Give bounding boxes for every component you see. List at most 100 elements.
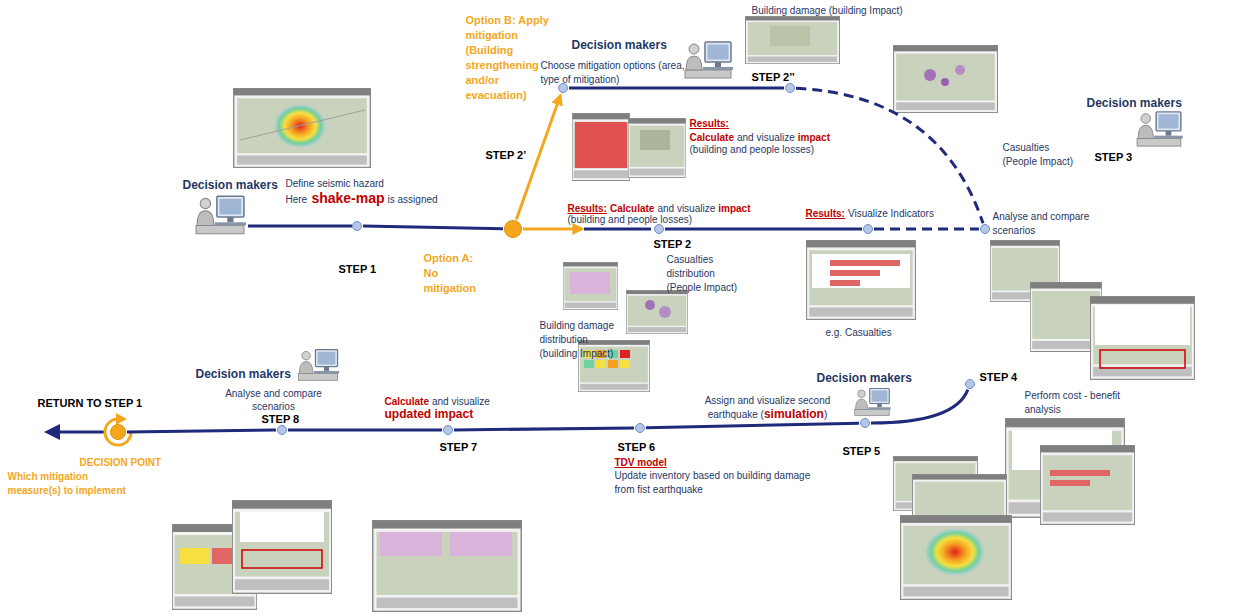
decision-maker-icons (196, 42, 1183, 416)
text-group: STEP 7 (440, 440, 478, 453)
description-text: (building and people losses) (690, 144, 865, 156)
connector-line (127, 430, 276, 432)
text-group: STEP 2’ (486, 148, 527, 161)
flow-connector (127, 430, 276, 432)
description-text: and visualize (657, 203, 715, 214)
step-point: Decision makersChoose mitigation options… (558, 83, 568, 93)
text-group: Option A: No mitigation (424, 250, 490, 295)
text-group: RETURN TO STEP 1 (38, 396, 143, 409)
text-group: Analyse and compare scenarios (993, 209, 1093, 237)
step-label: RETURN TO STEP 1 (38, 397, 143, 409)
text-group: Decision makers (1087, 96, 1182, 109)
step-point: Decision makersAssign and visualize seco… (860, 418, 870, 428)
connector-line (523, 228, 582, 231)
text-group: STEP 3 (1095, 150, 1133, 163)
connector-line (569, 87, 784, 90)
highlight-text: impact (798, 132, 830, 143)
role-label: Decision makers (183, 178, 278, 192)
flow-line-start (248, 226, 352, 227)
option-label: Option A: No mitigation (424, 252, 477, 294)
text-group: Option B: Apply mitigation (Building str… (466, 12, 550, 102)
text-group: Decision makers (817, 371, 912, 384)
description-text: ) (824, 409, 827, 420)
step-point: Calculateand visualizeupdated impactSTEP… (443, 425, 453, 435)
text-group: Building damage (building Impact) (752, 3, 903, 17)
connector-line (796, 88, 983, 223)
description-text: Building damage (building Impact) (752, 5, 903, 16)
flow-connector (646, 423, 859, 428)
flow-connector (454, 428, 634, 430)
role-label: Decision makers (572, 38, 667, 52)
connector-line (871, 390, 968, 423)
step-point: Decision makersAnalyse and compare scena… (277, 425, 287, 435)
connector-line (646, 423, 859, 428)
text-group: Results:Calculateand visualizeimpact(bui… (568, 201, 751, 225)
description-text: Casualties distribution (People Impact) (667, 254, 738, 293)
text-group: Decision makers (196, 367, 291, 380)
return-arrow (44, 413, 131, 445)
text-group: STEP 5 (843, 444, 881, 457)
description-text: Define seismic hazard (286, 178, 384, 189)
text-group: STEP 8 (262, 412, 300, 425)
flow-connector (874, 229, 979, 230)
description-text: e.g. Casualties (826, 327, 892, 338)
text-group: Which mitigation measure(s) to implement (8, 469, 143, 497)
step-label: STEP 8 (262, 413, 300, 425)
highlight-text: impact (718, 203, 750, 214)
role-label: Decision makers (1087, 96, 1182, 110)
description-text: Casualties (People Impact) (1003, 142, 1074, 167)
connector-line (874, 228, 979, 231)
flow-connector (871, 390, 968, 423)
description-text: Here (286, 194, 308, 205)
text-group: Update inventory based on building damag… (615, 468, 815, 496)
text-group: STEP 2’’ (752, 70, 795, 83)
text-group: Decision makers (572, 38, 667, 51)
flow-connector (796, 88, 983, 223)
text-group: Casualties (People Impact) (1003, 140, 1083, 168)
decision-point: RETURN TO STEP 1DECISION POINTWhich miti… (110, 424, 126, 440)
step-point: Results:Visualize Indicatorse.g. Casualt… (863, 224, 873, 234)
text-group: Define seismic hazard (286, 176, 384, 190)
flow-connector (665, 229, 862, 230)
role-label: Decision makers (196, 367, 291, 381)
text-group: Hereshake-mapis assigned (286, 190, 438, 208)
text-group: Analyse and compare scenarios (218, 386, 330, 412)
screenshots (172, 16, 1194, 611)
step-point: Results:Calculateand visualizeimpact(bui… (654, 224, 664, 234)
text-group: Assign and visualize second earthquake (… (698, 393, 838, 421)
text-group: Casualties distribution (People Impact) (667, 252, 747, 294)
description-text: Analyse and compare scenarios (225, 388, 322, 412)
decision-point: Option A: No mitigationOption B: Apply m… (504, 220, 522, 238)
flow-connector (288, 430, 442, 431)
text-group: Results:Visualize Indicators (806, 206, 934, 220)
step-label: STEP 7 (440, 441, 478, 453)
highlight-text: Calculate (690, 132, 734, 143)
step-point: Decision makersDefine seismic hazardHere… (352, 221, 362, 231)
step-label: STEP 1 (339, 263, 377, 275)
highlight-text: Calculate (610, 203, 654, 214)
text-group: STEP 6 (618, 440, 656, 453)
step-label: STEP 4 (980, 371, 1018, 383)
step-label: STEP 2 (654, 238, 692, 250)
flow-connector (363, 226, 503, 229)
text-group: Building damage distribution (building I… (540, 318, 622, 360)
results-label: Results: (568, 203, 607, 214)
text-group: Choose mitigation options (area, type of… (541, 58, 691, 86)
description-text: Building damage distribution (building I… (540, 320, 615, 359)
text-group: Calculateand visualizeupdated impact (385, 394, 510, 420)
results-label: TDV model (615, 457, 667, 468)
description-text: (building and people losses) (568, 214, 751, 225)
connector-line (363, 226, 503, 229)
description-text: Update inventory based on building damag… (615, 470, 811, 495)
connector-line (584, 228, 651, 231)
option-label: Option B: Apply mitigation (Building str… (466, 14, 549, 101)
text-group: Results:Calculateand visualizeimpact(bui… (690, 118, 865, 156)
step-point: Building damage (building Impact)STEP 2’… (785, 83, 795, 93)
text-group: TDV model (615, 455, 667, 469)
text-group: Decision makers (183, 178, 278, 191)
description-text: Perform cost - benefit analysis (1025, 390, 1121, 415)
connector-line (454, 428, 634, 430)
text-group: e.g. Casualties (826, 325, 892, 339)
